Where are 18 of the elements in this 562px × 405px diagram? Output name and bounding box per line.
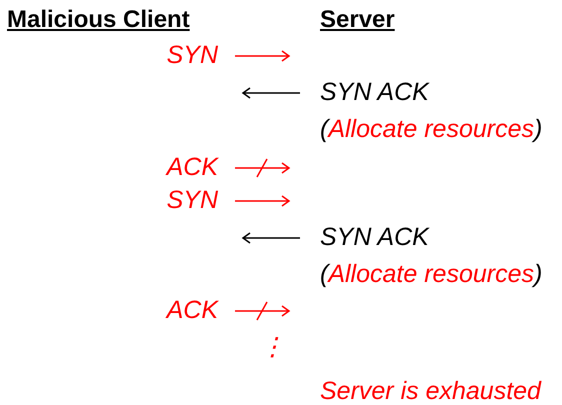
arrow xyxy=(235,195,290,207)
vertical-ellipsis: ⋮ xyxy=(260,332,285,363)
note-text: (Allocate resources) xyxy=(320,114,542,145)
column-header: Server xyxy=(320,3,395,37)
arrow xyxy=(242,87,300,99)
arrow xyxy=(235,305,290,317)
arrow xyxy=(235,50,290,62)
message-text: ACK xyxy=(166,150,235,184)
note-text: (Allocate resources) xyxy=(320,259,542,290)
arrow xyxy=(235,162,290,174)
arrow xyxy=(242,232,300,244)
message-text: ACK xyxy=(166,293,235,327)
message-text: SYN xyxy=(166,183,235,217)
message-text: SYN ACK xyxy=(300,75,429,109)
column-header: Malicious Client xyxy=(7,3,190,37)
message-text: SYN ACK xyxy=(300,220,429,254)
status-text: Server is exhausted xyxy=(320,376,541,405)
message-text: SYN xyxy=(166,38,235,72)
